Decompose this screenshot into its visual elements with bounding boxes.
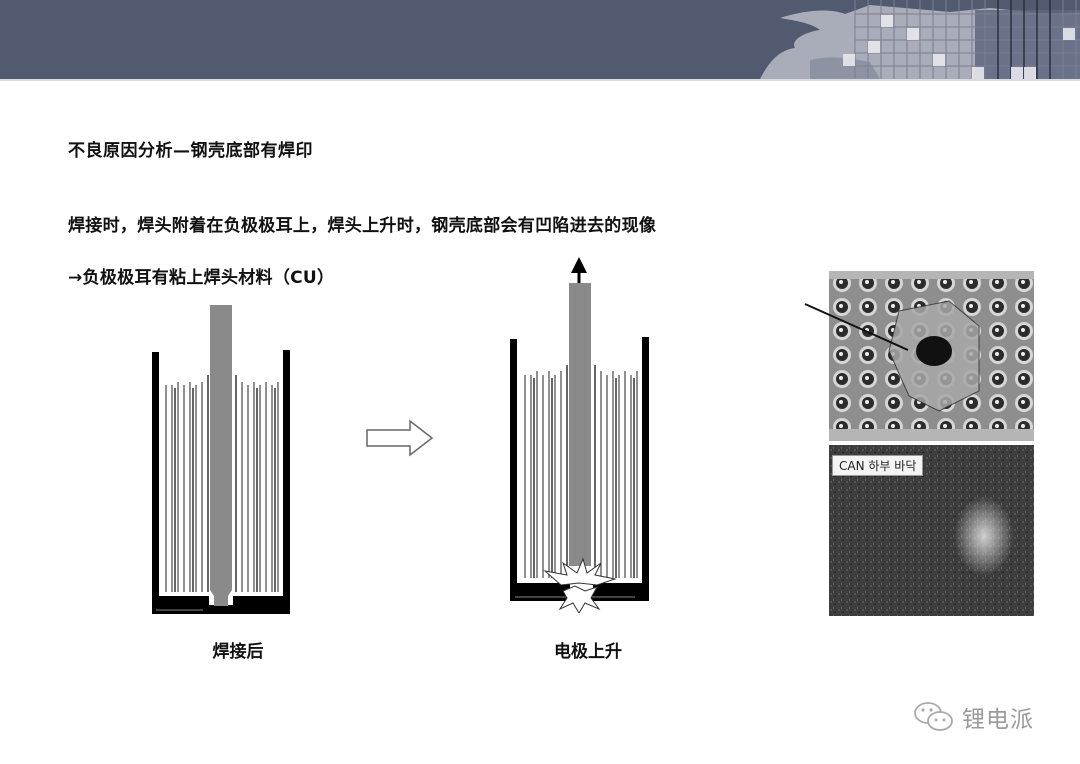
slide-description: 焊接时，焊头附着在负极极耳上，焊头上升时，钢壳底部会有凹陷进去的现像 (68, 216, 657, 236)
wechat-icon (914, 702, 953, 731)
right-arrow-outline-icon (366, 419, 434, 457)
header-banner (0, 0, 1080, 81)
after-welding-caption: 焊接后 (212, 642, 264, 662)
watermark: 锂电派 (912, 700, 1034, 734)
slide-title: 不良原因分析—钢壳底部有焊印 (68, 141, 313, 161)
photo-label: CAN 하부 바닥 (832, 455, 924, 476)
electrode-rising-diagram (510, 257, 649, 613)
after-welding-diagram (152, 305, 290, 614)
watermark-text: 锂电派 (962, 707, 1034, 733)
slide-conclusion: →负极极耳有粘上焊头材料（CU） (68, 268, 335, 288)
world-map-grid-graphic (760, 0, 1080, 79)
pointer-line (804, 303, 909, 351)
electrode-rising-caption: 电极上升 (554, 642, 622, 662)
